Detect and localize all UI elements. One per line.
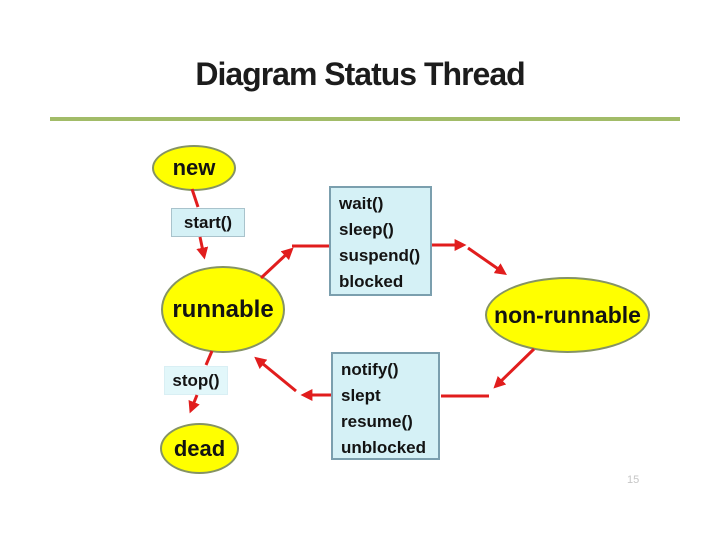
notify-line-3: resume(): [341, 412, 413, 431]
wait-line-4: blocked: [339, 272, 404, 291]
state-runnable-label: runnable: [172, 295, 274, 323]
action-notify-box: notify() slept resume() unblocked: [331, 352, 440, 460]
action-wait-box: wait() sleep() suspend() blocked: [329, 186, 432, 296]
state-runnable: runnable: [161, 266, 285, 353]
state-dead: dead: [160, 423, 239, 474]
arrow-nonrunnable-to-notify: [441, 347, 536, 398]
slide-number: 15: [627, 474, 640, 486]
title-underline: [50, 117, 680, 121]
state-dead-label: dead: [173, 435, 226, 461]
state-new: new: [152, 145, 236, 191]
slide-title: Diagram Status Thread: [195, 56, 525, 92]
arrow-new-to-start: [190, 188, 200, 208]
notify-line-4: unblocked: [341, 438, 427, 457]
notify-line-2: slept: [341, 386, 381, 405]
arrow-runnable-to-wait: [259, 244, 329, 280]
action-start: start(): [171, 208, 245, 237]
arrow-runnable-to-stop: [204, 350, 214, 366]
arrow-stop-to-dead: [188, 394, 200, 414]
action-start-label: start(): [183, 212, 233, 232]
notify-line-1: notify(): [341, 360, 399, 379]
arrow-start-to-runnable: [196, 236, 209, 260]
state-non-runnable-label: non-runnable: [494, 301, 641, 328]
arrow-wait-to-nonrunnable: [432, 239, 507, 276]
action-stop-label: stop(): [172, 370, 220, 390]
wait-line-3: suspend(): [339, 246, 421, 265]
action-stop: stop(): [164, 366, 228, 395]
wait-line-1: wait(): [339, 194, 384, 213]
arrow-notify-to-runnable: [254, 356, 331, 401]
state-new-label: new: [172, 155, 216, 180]
state-non-runnable: non-runnable: [485, 277, 650, 353]
wait-line-2: sleep(): [339, 220, 394, 239]
